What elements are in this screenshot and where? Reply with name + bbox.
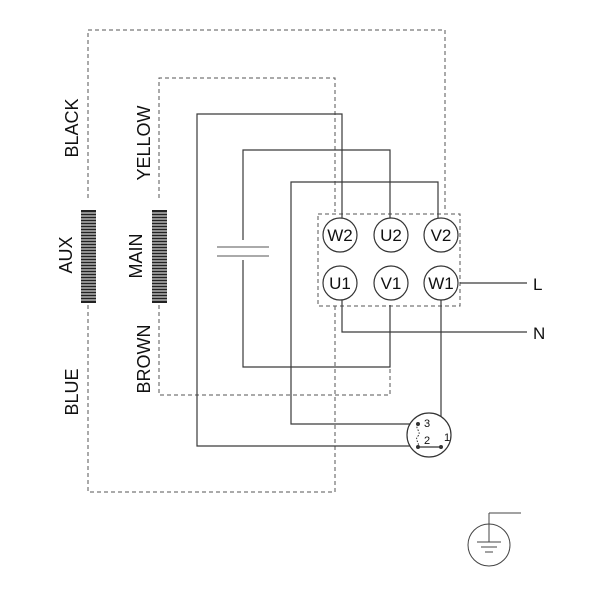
terminal-u2: U2 (373, 217, 409, 253)
terminal-block-frame (317, 213, 461, 307)
supply-line-label: L (533, 275, 542, 294)
wire-u1-to-neutral (341, 300, 527, 333)
terminal-w2: W2 (322, 217, 358, 253)
terminal-u1-label: U1 (329, 274, 351, 293)
aux-winding-coil (81, 210, 96, 303)
wire-yellow-label: YELLOW (134, 105, 154, 180)
main-winding-label: MAIN (126, 234, 146, 279)
thermal-protector-icon: 3 2 1 (406, 412, 452, 458)
capacitor-icon (217, 240, 269, 260)
protector-pin-3: 3 (424, 418, 430, 430)
terminal-v1: V1 (373, 265, 409, 301)
aux-winding-label: AUX (56, 236, 76, 273)
terminal-w1: W1 (423, 265, 459, 301)
wire-black-label: BLACK (62, 98, 82, 157)
earth-ground-icon (467, 512, 521, 567)
supply-neutral-label: N (533, 324, 545, 343)
coil-body (81, 210, 96, 303)
wire-w2-to-protector (196, 113, 415, 447)
terminal-u2-label: U2 (380, 226, 402, 245)
terminal-u1: U1 (322, 265, 358, 301)
terminal-w2-label: W2 (327, 226, 353, 245)
aux-winding-dashed-loop (87, 29, 446, 493)
main-winding-coil (152, 210, 167, 303)
wire-blue-label: BLUE (62, 368, 82, 415)
terminal-v1-label: V1 (381, 274, 402, 293)
terminal-v2-label: V2 (431, 226, 452, 245)
wire-v2-to-protector (290, 181, 439, 425)
terminal-v2: V2 (423, 217, 459, 253)
protector-pin-2: 2 (424, 435, 430, 447)
wire-brown-label: BROWN (134, 325, 154, 394)
terminal-w1-label: W1 (428, 274, 454, 293)
coil-body (152, 210, 167, 303)
protector-pin-1: 1 (444, 432, 450, 444)
